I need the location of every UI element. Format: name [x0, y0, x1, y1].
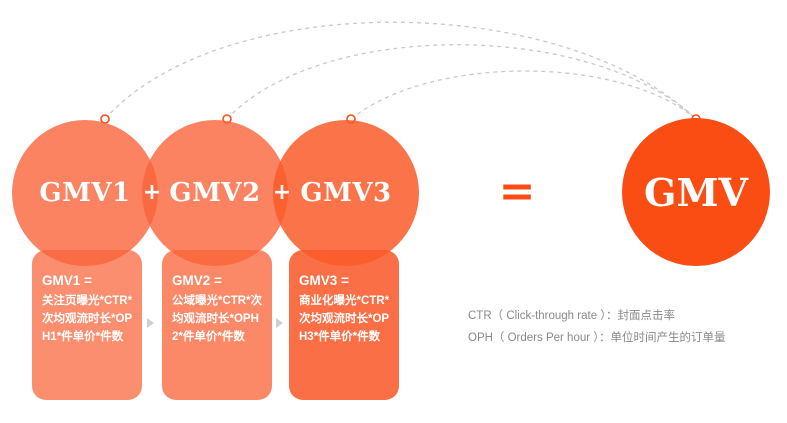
gmv-total-label: GMV [644, 169, 748, 215]
gmv1-label: GMV1 [39, 178, 131, 208]
formula-card-body: 商业化曝光*CTR*次均观流时长*OPH3*件单价*件数 [299, 295, 390, 343]
connector-arc-gmv1 [104, 21, 697, 120]
legend-ctr: CTR（ Click-through rate ）：封面点击率 [468, 310, 676, 322]
legend-oph: OPH（ Orders Per hour ）：单位时间产生的订单量 [468, 332, 726, 344]
formula-card-gmv1: GMV1 = 关注页曝光*CTR*次均观流时长*OPH1*件单价*件数 [32, 250, 142, 400]
formula-card-title: GMV2 = [172, 273, 222, 288]
gmv-total-circle: GMV [622, 118, 770, 266]
gmv1-circle: GMV1 [12, 120, 158, 266]
formula-card-body: 公域曝光*CTR*次均观流时长*OPH2*件单价*件数 [172, 295, 263, 343]
formula-card-gmv2: GMV2 = 公域曝光*CTR*次均观流时长*OPH2*件单价*件数 [162, 250, 272, 400]
gmv3-circle: GMV3 [273, 120, 419, 266]
formula-card-gmv3: GMV3 = 商业化曝光*CTR*次均观流时长*OPH3*件单价*件数 [289, 250, 399, 400]
gmv2-circle: GMV2 [142, 120, 288, 266]
formula-card-body: 关注页曝光*CTR*次均观流时长*OPH1*件单价*件数 [42, 295, 133, 343]
connector-arc-gmv2 [226, 44, 697, 120]
formula-card-title: GMV3 = [299, 273, 349, 288]
arrow-right-icon [276, 318, 283, 328]
gmv2-label: GMV2 [169, 178, 261, 208]
plus-sign: + [142, 180, 162, 205]
equals-sign: = [498, 166, 536, 217]
gmv3-label: GMV3 [300, 178, 392, 208]
formula-card-title: GMV1 = [42, 273, 92, 288]
plus-sign: + [272, 180, 292, 205]
arrow-right-icon [147, 318, 154, 328]
connector-arc-gmv3 [350, 70, 697, 120]
